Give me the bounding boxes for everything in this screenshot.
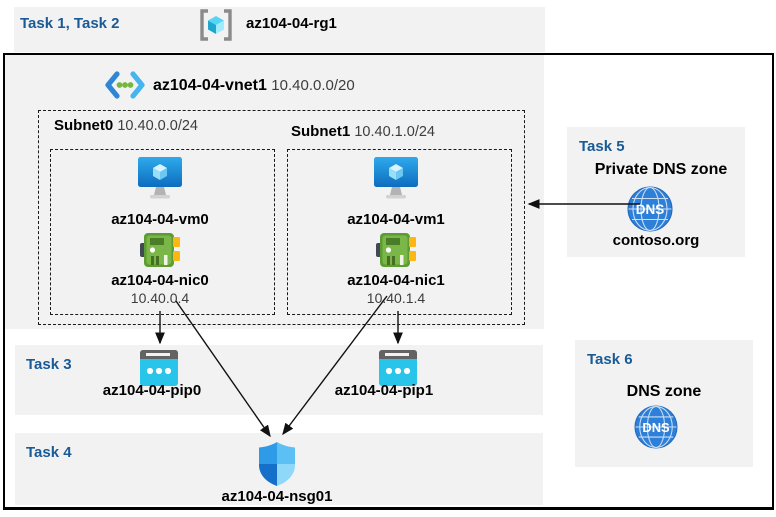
subnet0-title: Subnet0 10.40.0.0/24 — [54, 117, 198, 134]
pip0-label: az104-04-pip0 — [102, 382, 202, 399]
dns-icon: DNS — [634, 405, 678, 449]
dns-icon-text: DNS — [642, 420, 670, 435]
subnet1-box — [287, 149, 512, 315]
task-3-label: Task 3 — [26, 356, 72, 373]
network-interface-icon — [376, 233, 416, 267]
network-interface-icon — [140, 233, 180, 267]
task-5-label: Task 5 — [579, 138, 625, 155]
subnet1-name: Subnet1 — [291, 123, 351, 140]
public-ip-icon — [379, 350, 417, 386]
resource-group-icon — [200, 9, 232, 41]
task-3-band — [15, 345, 543, 415]
nic1-ip: 10.40.1.4 — [366, 290, 426, 306]
resource-group-label: az104-04-rg1 — [246, 15, 337, 32]
vnet-title-row: az104-04-vnet1 10.40.0.0/20 — [153, 77, 355, 95]
task-6-label: Task 6 — [587, 351, 633, 368]
subnet0-cidr: 10.40.0.0/24 — [117, 118, 198, 134]
nic0-ip: 10.40.0.4 — [130, 290, 190, 306]
contoso-org-label: contoso.org — [612, 232, 700, 249]
task-1-2-label: Task 1, Task 2 — [20, 15, 120, 32]
subnet1-cidr: 10.40.1.0/24 — [354, 124, 435, 140]
private-dns-zone-title: Private DNS zone — [594, 161, 728, 178]
subnets-outer-box — [38, 110, 525, 325]
nsg-label: az104-04-nsg01 — [221, 488, 333, 505]
subnet0-box — [50, 149, 275, 315]
nic0-label: az104-04-nic0 — [111, 272, 209, 289]
dns-zone-title: DNS zone — [626, 383, 702, 400]
outer-frame — [3, 53, 774, 510]
dns-icon: DNS — [627, 186, 673, 232]
public-ip-icon — [140, 350, 178, 386]
subnet0-name: Subnet0 — [54, 117, 114, 134]
virtual-machine-icon — [374, 157, 418, 199]
vm1-label: az104-04-vm1 — [347, 211, 445, 228]
dns-icon-text: DNS — [636, 202, 665, 217]
vm0-label: az104-04-vm0 — [111, 211, 209, 228]
nic1-label: az104-04-nic1 — [347, 272, 445, 289]
virtual-machine-icon — [138, 157, 182, 199]
vnet-cidr: 10.40.0.0/20 — [271, 77, 355, 94]
virtual-network-icon — [105, 71, 145, 99]
vnet-name: az104-04-vnet1 — [153, 77, 267, 94]
subnet1-title: Subnet1 10.40.1.0/24 — [291, 123, 435, 140]
network-security-group-icon — [259, 442, 295, 486]
task-1-2-band — [14, 7, 545, 52]
task-4-label: Task 4 — [26, 444, 72, 461]
pip1-label: az104-04-pip1 — [334, 382, 434, 399]
